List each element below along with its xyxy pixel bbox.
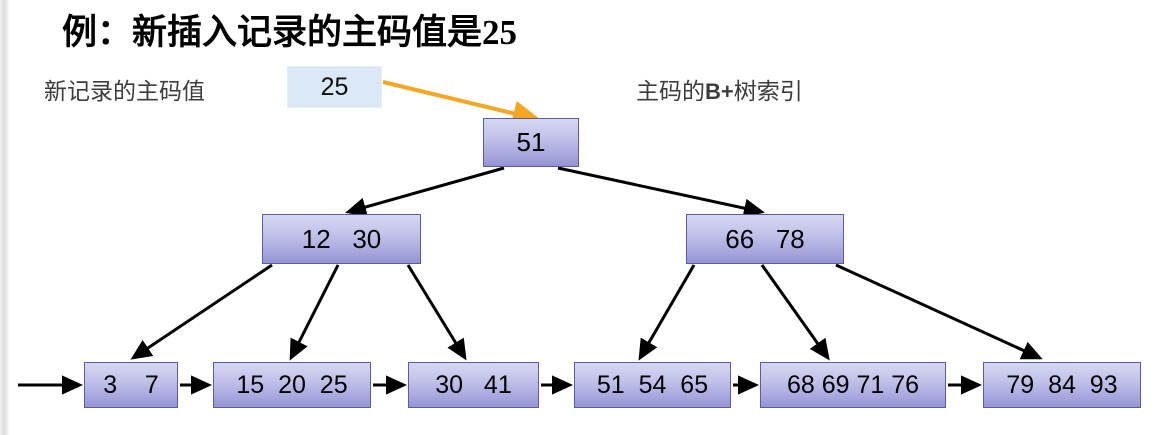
index-label-prefix: 主码的 [636, 79, 705, 104]
root-to-internal-edges [345, 166, 765, 218]
edge-root-to-internal-1 [557, 166, 765, 218]
edge-internal-to-leaf-5 [835, 263, 1043, 360]
tree-node-leaf-3: 51 54 65 [574, 362, 731, 408]
edge-internal-to-leaf-2 [406, 264, 467, 361]
tree-node-internal-0: 12 30 [262, 214, 421, 264]
tree-node-root: 51 [483, 118, 579, 167]
slide-left-edge-strip [0, 0, 9, 435]
edge-new-key-insert [382, 80, 541, 126]
tree-node-leaf-0: 3 7 [84, 362, 178, 408]
index-label: 主码的B+树索引 [636, 72, 803, 106]
new-key-label: 新记录的主码值 [44, 79, 205, 104]
index-label-bplus: B+ [705, 79, 734, 104]
new-key-value-box: 25 [287, 66, 382, 108]
tree-node-leaf-2: 30 41 [408, 362, 539, 408]
edge-internal-to-leaf-1 [289, 264, 340, 361]
edge-root-to-internal-0 [345, 166, 505, 217]
edge-internal-to-leaf-0 [130, 263, 273, 360]
tree-node-leaf-4: 68 69 71 76 [760, 362, 946, 408]
internal-to-leaf-edges [130, 263, 1043, 361]
tree-node-internal-1: 66 78 [686, 214, 844, 264]
page-title: 例：新插入记录的主码值是25 [62, 13, 518, 52]
new-key-insert-arrow [382, 80, 541, 126]
index-label-suffix: 树索引 [733, 79, 803, 104]
edge-internal-to-leaf-3 [638, 264, 696, 361]
tree-node-leaf-5: 79 84 93 [983, 362, 1141, 408]
edge-internal-to-leaf-4 [760, 264, 830, 361]
tree-node-leaf-1: 15 20 25 [213, 362, 371, 408]
